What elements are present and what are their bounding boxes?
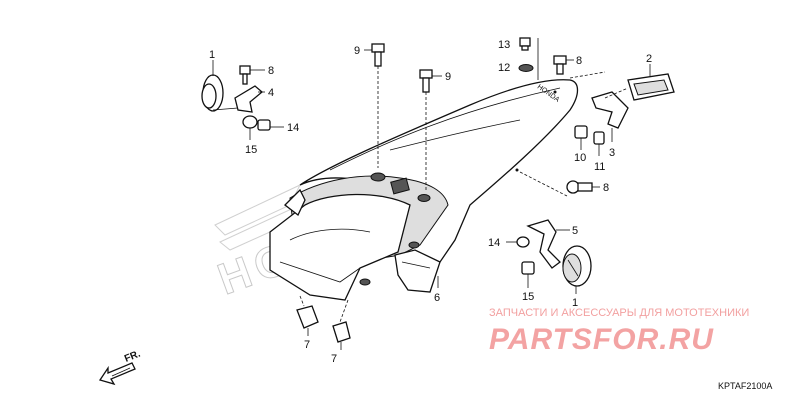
part-8-bolt-top — [553, 55, 574, 75]
leader-line — [519, 171, 568, 197]
callout-8-right: 8 — [603, 182, 609, 194]
part-3-bracket — [591, 91, 629, 142]
part-9-bolt-right — [419, 69, 442, 93]
part-8-bolt-upper-left — [239, 65, 265, 85]
part-2-reflector — [627, 64, 675, 101]
part-1-reflector-upper — [201, 60, 224, 112]
leader-line — [212, 107, 239, 111]
diagram-code: KPTAF2100A — [718, 381, 772, 391]
callout-7-right: 7 — [331, 353, 337, 365]
part-5-bracket — [526, 219, 570, 269]
part-10-nut — [574, 125, 588, 150]
part-11-nut — [593, 131, 605, 156]
part-13-bolt — [519, 37, 531, 51]
callout-15-upper-left: 15 — [245, 144, 257, 156]
callout-9-right: 9 — [445, 71, 451, 83]
callout-10: 10 — [574, 152, 586, 164]
leader-line — [339, 299, 349, 323]
callout-8-upper-left: 8 — [268, 65, 274, 77]
callout-12: 12 — [498, 62, 510, 74]
part-15-nut-upper-left — [242, 115, 258, 140]
callout-1-right: 1 — [572, 297, 578, 309]
front-direction-arrow: FR. — [98, 348, 142, 386]
part-7-clip-right — [332, 321, 351, 350]
part-14-nut-upper-left — [257, 119, 284, 131]
callout-6: 6 — [434, 292, 440, 304]
callout-9-left: 9 — [354, 45, 360, 57]
watermark-caption: ЗАПЧАСТИ И АКСЕССУАРЫ ДЛЯ МОТОТЕХНИКИ — [489, 307, 749, 319]
callout-4: 4 — [268, 87, 274, 99]
callout-1-upper: 1 — [209, 49, 215, 61]
part-8-bolt-right — [566, 180, 600, 194]
callout-8-top: 8 — [576, 55, 582, 67]
part-4-bracket — [234, 85, 265, 113]
leader-line — [604, 87, 629, 99]
watermark-logo: PARTSFOR.RU — [489, 323, 714, 356]
part-9-bolt-left — [364, 43, 385, 67]
watermark: ЗАПЧАСТИ И АКСЕССУАРЫ ДЛЯ МОТОТЕХНИКИ PA… — [489, 307, 749, 356]
rear-fender: HONDA — [269, 79, 579, 301]
callout-15-right: 15 — [522, 291, 534, 303]
callout-3: 3 — [609, 147, 615, 159]
part-7-clip-left — [296, 305, 319, 336]
callout-labels: 1 8 4 14 15 9 9 13 12 8 2 3 10 11 8 5 14… — [209, 39, 652, 365]
callout-14-upper-left: 14 — [287, 122, 299, 134]
part-1-reflector-right — [562, 245, 592, 294]
callout-14-right: 14 — [488, 237, 500, 249]
part-15-nut-right — [521, 261, 535, 288]
callout-2: 2 — [646, 53, 652, 65]
fr-label: FR. — [123, 348, 142, 364]
callout-7-left: 7 — [304, 339, 310, 351]
part-12-washer — [518, 64, 534, 72]
callout-5: 5 — [572, 225, 578, 237]
part-14-nut-right — [506, 236, 530, 248]
callout-13: 13 — [498, 39, 510, 51]
leader-line — [569, 71, 606, 79]
callout-11: 11 — [594, 161, 605, 173]
leader-line — [299, 295, 305, 307]
